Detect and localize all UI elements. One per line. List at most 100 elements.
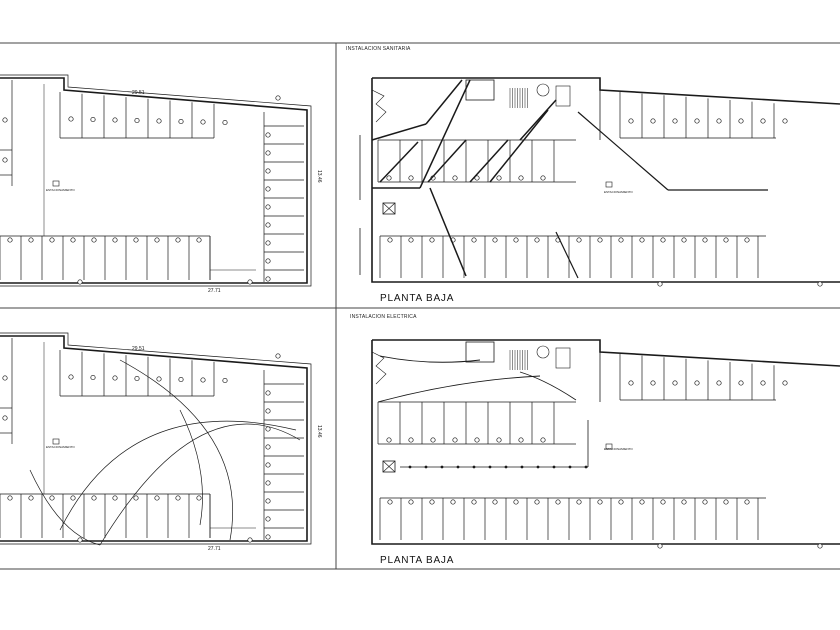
column-marker <box>430 437 436 443</box>
column-marker <box>744 237 750 243</box>
column-marker <box>386 437 392 443</box>
column-marker <box>408 237 414 243</box>
drain-grate <box>382 202 396 215</box>
column-marker <box>782 118 788 124</box>
column-marker <box>2 117 8 123</box>
column-marker <box>90 116 96 123</box>
column-marker <box>817 543 823 549</box>
fixture <box>536 345 550 359</box>
outer-wall <box>372 77 840 105</box>
column-marker <box>760 118 766 124</box>
plan-sanitary-installation <box>359 77 840 287</box>
column-marker <box>2 415 8 421</box>
plan-electrical-installation <box>371 339 840 549</box>
column-marker <box>518 175 524 181</box>
column-marker <box>386 175 392 181</box>
room-tag <box>605 181 613 188</box>
column-marker <box>723 237 729 243</box>
column-marker <box>513 499 519 505</box>
electrical-circuit <box>377 375 541 403</box>
column-marker <box>660 499 666 505</box>
column-marker <box>723 499 729 505</box>
outer-wall <box>371 78 840 283</box>
column-marker <box>387 237 393 243</box>
column-marker <box>518 437 524 443</box>
column-marker <box>471 237 477 243</box>
column-marker <box>657 281 663 287</box>
column-marker <box>576 237 582 243</box>
column-marker <box>492 499 498 505</box>
lighting-point <box>408 465 412 469</box>
column-marker <box>650 118 656 124</box>
column-marker <box>694 118 700 124</box>
column-marker <box>77 537 83 543</box>
turning-arc <box>119 359 234 541</box>
column-marker <box>200 119 206 125</box>
lighting-point <box>456 465 460 469</box>
column-marker <box>265 150 271 156</box>
column-marker <box>618 237 624 243</box>
outer-wall <box>372 339 840 367</box>
column-marker <box>134 117 140 124</box>
column-marker <box>657 543 663 549</box>
column-marker <box>133 237 139 243</box>
column-marker <box>70 495 76 501</box>
column-marker <box>265 390 271 396</box>
column-marker <box>639 237 645 243</box>
column-marker <box>672 118 678 124</box>
column-marker <box>265 462 271 468</box>
drain-pipe <box>427 139 467 183</box>
drain-pipe <box>419 79 471 189</box>
plan-caption: PLANTA BAJA <box>380 555 455 566</box>
column-marker <box>265 186 271 192</box>
column-marker <box>265 240 271 246</box>
dimension-bottom: 27.71 <box>208 288 221 294</box>
panel-title-electrical: INSTALACION ELECTRICA <box>350 314 417 320</box>
column-marker <box>265 408 271 414</box>
column-marker <box>178 118 184 125</box>
column-marker <box>265 168 271 174</box>
column-marker <box>650 380 656 386</box>
column-marker <box>534 237 540 243</box>
lighting-point <box>584 465 588 469</box>
dimension-top: 29.51 <box>132 346 145 352</box>
column-marker <box>265 132 271 138</box>
column-marker <box>275 95 281 101</box>
column-marker <box>660 237 666 243</box>
column-marker <box>70 237 76 243</box>
column-marker <box>702 237 708 243</box>
drain-pipe <box>371 123 427 141</box>
column-marker <box>513 237 519 243</box>
column-marker <box>496 437 502 443</box>
column-marker <box>744 499 750 505</box>
column-marker <box>782 380 788 386</box>
column-marker <box>452 437 458 443</box>
column-marker <box>265 222 271 228</box>
column-marker <box>112 375 118 381</box>
column-marker <box>7 495 13 501</box>
column-marker <box>540 175 546 181</box>
plan-parking-circulation <box>0 332 312 546</box>
column-marker <box>618 499 624 505</box>
column-marker <box>597 237 603 243</box>
column-marker <box>387 499 393 505</box>
dimension-right: 13.46 <box>316 170 322 183</box>
column-marker <box>265 534 271 540</box>
column-marker <box>450 499 456 505</box>
dimension-bottom: 27.71 <box>208 546 221 552</box>
column-marker <box>200 377 206 383</box>
column-marker <box>222 119 228 126</box>
outer-wall <box>0 335 308 542</box>
column-marker <box>716 380 722 386</box>
column-marker <box>91 237 97 243</box>
column-marker <box>175 237 181 243</box>
column-marker <box>265 498 271 504</box>
fixture <box>536 83 550 97</box>
column-marker <box>681 237 687 243</box>
column-marker <box>112 117 118 123</box>
outer-wall <box>0 332 312 545</box>
dimension-right: 13.46 <box>316 425 322 438</box>
drain-grate <box>382 202 396 215</box>
column-marker <box>265 426 271 432</box>
lighting-point <box>504 465 508 469</box>
